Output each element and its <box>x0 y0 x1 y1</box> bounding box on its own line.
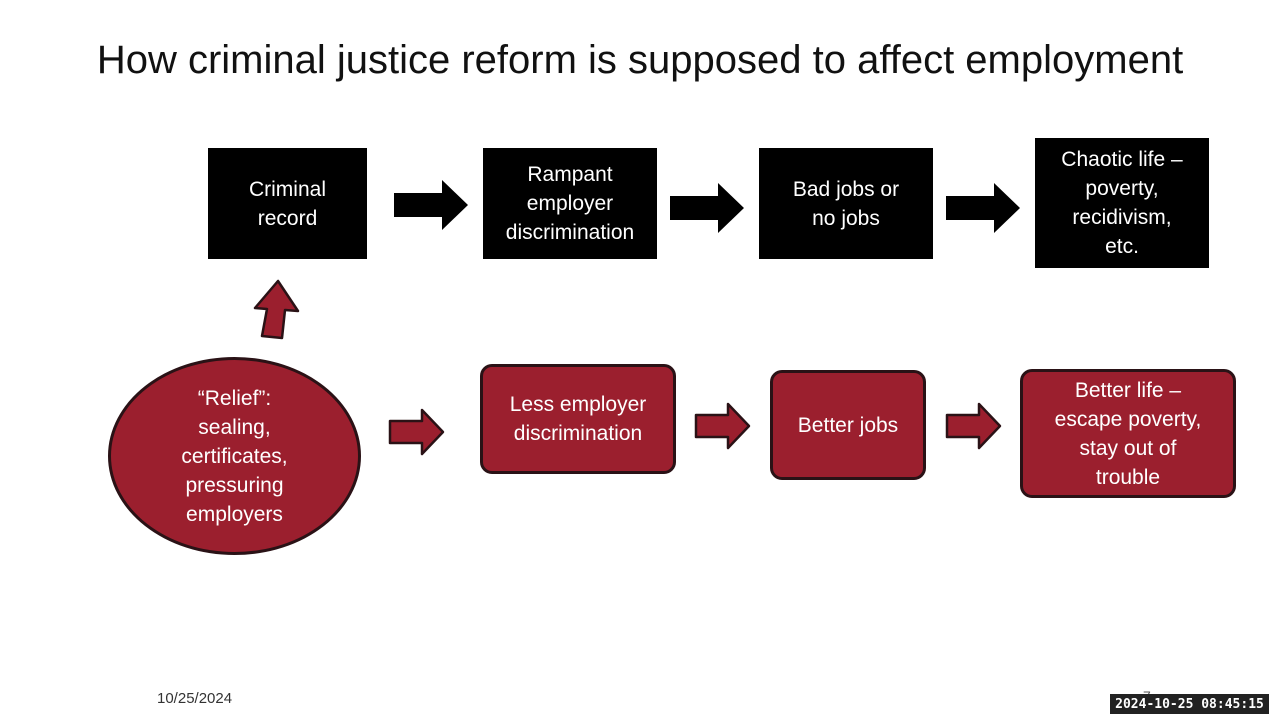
slide-date: 10/25/2024 <box>157 690 233 707</box>
arrow-right-icon <box>945 402 1002 450</box>
node-chaotic-life: Chaotic life – poverty, recidivism, etc. <box>1035 138 1209 268</box>
arrow-right-icon <box>946 183 1020 233</box>
arrow-right-icon <box>394 180 468 230</box>
node-better-jobs: Better jobs <box>770 370 926 480</box>
slide-title: How criminal justice reform is supposed … <box>96 38 1184 82</box>
arrow-right-icon <box>388 408 445 456</box>
node-rampant-discrimination: Rampant employer discrimination <box>483 148 657 259</box>
node-less-discrimination: Less employer discrimination <box>480 364 676 474</box>
node-better-life: Better life – escape poverty, stay out o… <box>1020 369 1236 498</box>
node-criminal-record: Criminal record <box>208 148 367 259</box>
arrow-right-icon <box>670 183 744 233</box>
arrow-right-icon <box>694 402 751 450</box>
node-relief: “Relief”: sealing, certificates, pressur… <box>108 357 361 555</box>
arrow-up-icon <box>253 279 300 340</box>
recording-timestamp: 2024-10-25 08:45:15 <box>1110 694 1269 714</box>
node-bad-jobs: Bad jobs or no jobs <box>759 148 933 259</box>
